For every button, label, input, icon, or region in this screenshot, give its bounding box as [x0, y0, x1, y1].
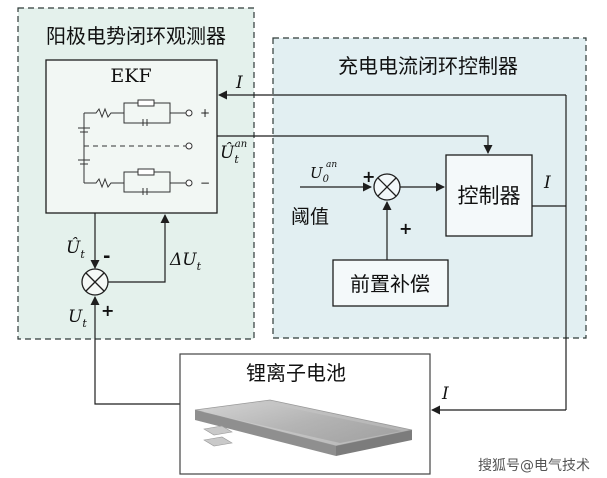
- controller-label: 控制器: [458, 184, 521, 208]
- delta-u-label: ΔUt: [169, 250, 202, 273]
- ut-line: [90, 296, 180, 405]
- controller-plus-b: +: [399, 219, 412, 238]
- watermark: 搜狐号@电气技术: [478, 458, 590, 474]
- observer-plus-sign: +: [101, 301, 114, 320]
- battery-current-label: I: [441, 384, 449, 404]
- ekf-label: EKF: [110, 65, 151, 87]
- battery-title: 锂离子电池: [246, 361, 346, 385]
- observer-summing-junction: [81, 268, 109, 296]
- ut-label: Ut: [68, 307, 87, 330]
- threshold-label: 阈值: [291, 206, 329, 228]
- equivalent-circuit: [78, 99, 193, 195]
- circuit-plus-port: +: [200, 106, 210, 120]
- pouch-cell-graphic: [194, 399, 413, 456]
- delta-u-line: [108, 214, 170, 283]
- controller-plus-a: +: [362, 167, 375, 186]
- precomp-label: 前置补偿: [350, 272, 430, 296]
- controller-region-title: 充电电流闭环控制器: [338, 54, 518, 78]
- uhat-t-label: Ût: [66, 237, 85, 261]
- precomp-block: [332, 259, 449, 307]
- uhat-an-line: [217, 135, 493, 154]
- observer-title: 阳极电势闭环观测器: [46, 24, 226, 48]
- controller-block: [445, 154, 533, 237]
- circuit-minus-port: −: [200, 176, 210, 190]
- observer-minus-sign: -: [103, 246, 110, 267]
- controller-output-label: I: [543, 173, 551, 193]
- uhat-an-label: Ûtan: [220, 139, 247, 166]
- u0-label: U0an: [310, 160, 337, 185]
- current-feedback-label: I: [235, 73, 243, 93]
- controller-summing-junction: [373, 173, 401, 201]
- ekf-block: [45, 59, 218, 214]
